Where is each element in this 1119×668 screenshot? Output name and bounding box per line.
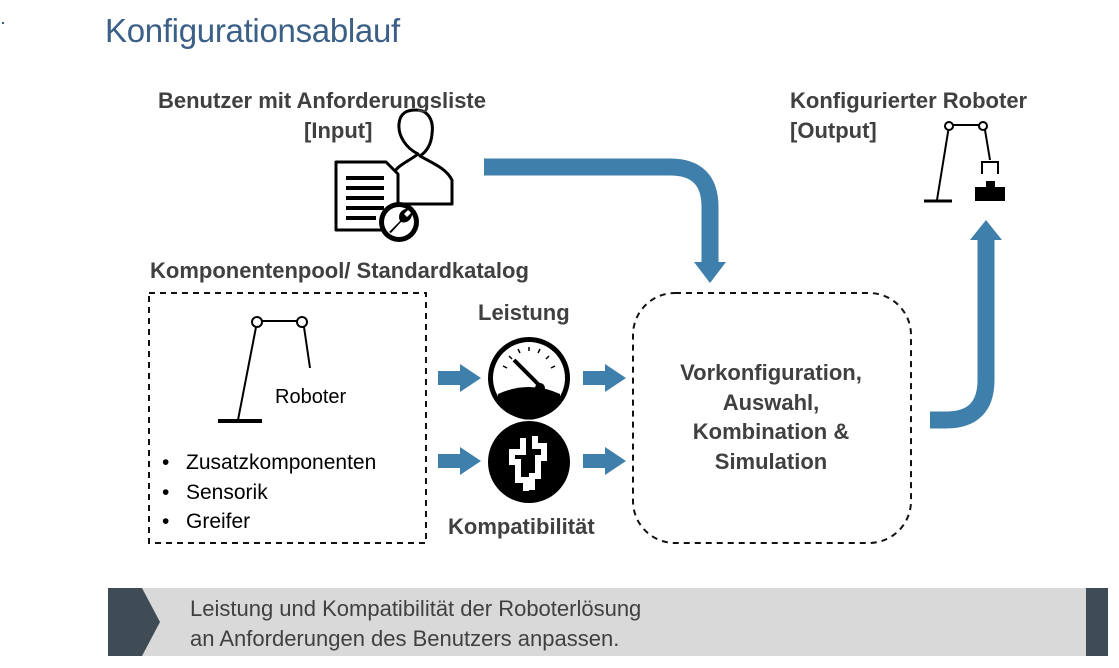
process-line: Vorkonfiguration, <box>680 360 862 385</box>
output-label-line1: Konfigurierter Roboter <box>790 88 1028 113</box>
process-line: Auswahl, <box>722 389 820 415</box>
list-item: Greifer <box>162 507 376 537</box>
process-line: Kombination & <box>692 419 850 444</box>
banner-line: an Anforderungen des Benutzers anpassen. <box>190 626 620 651</box>
wrench-icon <box>379 202 419 242</box>
page-title: Konfigurationsablauf <box>105 12 400 49</box>
banner-line: Leistung und Kompatibilität der Roboterl… <box>190 596 642 621</box>
input-label-line2: [Input] <box>304 118 373 143</box>
list-item: Zusatzkomponenten <box>162 448 376 478</box>
output-label: Konfigurierter Roboter [Output] <box>790 86 1027 146</box>
robot-label: Roboter <box>275 386 347 408</box>
compatibility-label: Kompatibilität <box>448 514 595 539</box>
output-label-line2: [Output] <box>790 118 877 143</box>
output-flow-arrow <box>930 220 1002 429</box>
arrow-from-compatibility <box>583 447 626 475</box>
arrow-to-performance <box>438 364 481 392</box>
input-flow-arrow <box>484 158 726 283</box>
input-label: Benutzer mit Anforderungsliste [Input] <box>158 86 486 146</box>
arrow-from-performance <box>583 364 626 392</box>
user-icon <box>390 108 454 206</box>
gauge-icon <box>488 337 570 420</box>
gripper-robot-icon <box>924 121 1005 203</box>
banner-text: Leistung und Kompatibilität der Roboterl… <box>190 594 641 654</box>
plug-icon <box>488 421 570 503</box>
summary-banner <box>108 588 1108 656</box>
component-list: Zusatzkomponenten Sensorik Greifer <box>162 448 376 537</box>
process-line: Simulation <box>714 448 828 474</box>
process-box <box>632 292 912 544</box>
input-label-line1: Benutzer mit Anforderungsliste <box>158 88 486 113</box>
corner-mark <box>2 22 4 24</box>
component-pool-box <box>148 292 427 544</box>
performance-label: Leistung <box>478 300 570 325</box>
arrow-to-compatibility <box>438 447 481 475</box>
robot-arm-icon <box>218 316 311 423</box>
pool-heading: Komponentenpool/ Standardkatalog <box>150 258 529 283</box>
list-item: Sensorik <box>162 478 376 508</box>
process-text: Vorkonfiguration, Auswahl, Kombination &… <box>655 358 887 476</box>
